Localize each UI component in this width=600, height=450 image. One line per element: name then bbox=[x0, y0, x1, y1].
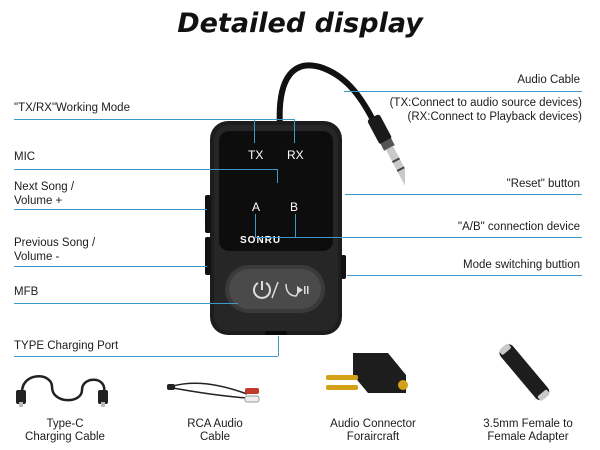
guide-previous-song bbox=[14, 266, 207, 267]
b-indicator: B bbox=[290, 200, 299, 214]
accessory-label-3: Audio Connector Foraircraft bbox=[330, 418, 416, 443]
audio-cable bbox=[276, 62, 376, 130]
prev-volume-button bbox=[205, 237, 211, 275]
next-volume-button bbox=[205, 195, 211, 233]
guide-mode-switch bbox=[347, 275, 582, 276]
accessory-label-1: Type-C Charging Cable bbox=[25, 418, 105, 443]
tx-indicator: TX bbox=[248, 148, 264, 162]
accessory-label-2: RCA Audio Cable bbox=[187, 418, 243, 443]
mode-switch-button bbox=[341, 255, 346, 279]
label-reset-button: "Reset" button bbox=[506, 178, 580, 190]
brand-logo: SONRU bbox=[240, 235, 282, 246]
rca-cable-image bbox=[167, 382, 260, 403]
label-cable-tx: (TX:Connect to audio source devices) bbox=[389, 97, 582, 109]
label-audio-cable: Audio Cable bbox=[517, 74, 580, 86]
aircraft-adapter-image bbox=[326, 353, 408, 393]
guide-mic bbox=[14, 169, 277, 170]
type-c-port bbox=[265, 331, 287, 335]
label-mfb: MFB bbox=[14, 286, 39, 298]
label-ab-connection: "A/B" connection device bbox=[458, 221, 580, 233]
audio-jack bbox=[367, 114, 405, 190]
female-adapter-image bbox=[499, 343, 550, 401]
label-charging-port: TYPE Charging Port bbox=[14, 340, 119, 352]
accessory-label-4: 3.5mm Female to Female Adapter bbox=[483, 418, 573, 443]
type-c-cable-image bbox=[16, 375, 108, 407]
label-next-song: Next Song / Volume + bbox=[14, 181, 75, 207]
power-play-icon bbox=[253, 281, 309, 299]
rx-indicator: RX bbox=[287, 148, 304, 162]
a-indicator: A bbox=[252, 200, 261, 214]
page-title: Detailed display bbox=[177, 8, 423, 39]
label-cable-rx: (RX:Connect to Playback devices) bbox=[407, 111, 583, 123]
label-mic: MIC bbox=[14, 151, 36, 163]
guide-ab-connection bbox=[255, 237, 582, 238]
guide-working-mode bbox=[14, 119, 254, 120]
device-screen bbox=[219, 131, 333, 251]
guide-charging-port bbox=[14, 356, 278, 357]
guide-mfb bbox=[14, 303, 238, 304]
guide-audio-cable bbox=[344, 91, 582, 92]
label-mode-switch: Mode switching buttion bbox=[463, 259, 580, 271]
guide-reset-button bbox=[345, 194, 582, 195]
guide-next-song bbox=[14, 209, 207, 210]
label-previous-song: Previous Song / Volume - bbox=[14, 237, 96, 263]
label-working-mode: "TX/RX"Working Mode bbox=[14, 102, 130, 114]
